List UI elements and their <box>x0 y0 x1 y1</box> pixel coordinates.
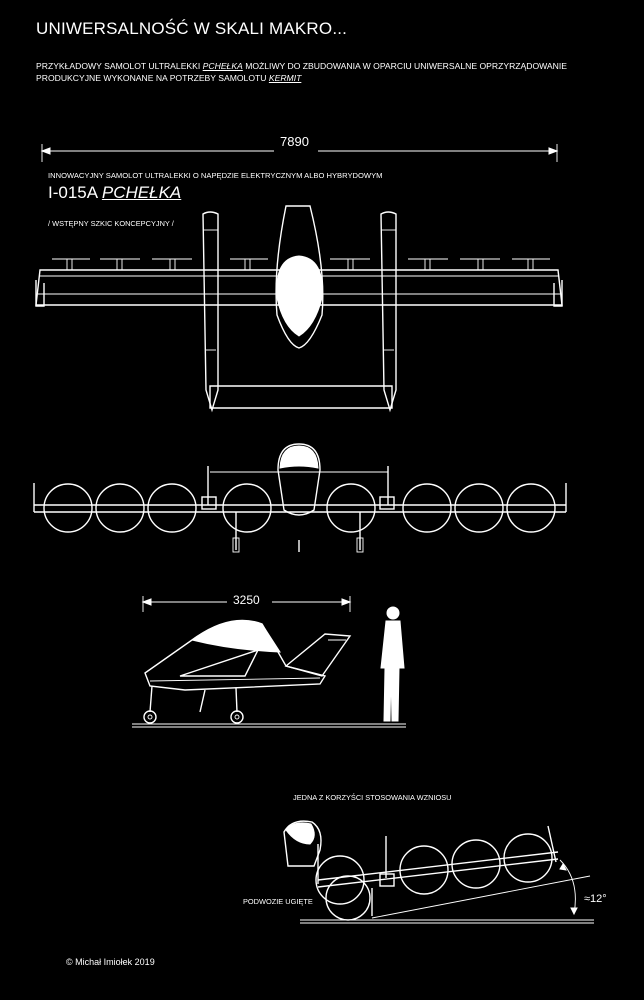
human-scale-figure <box>380 606 405 722</box>
length-dimension-line <box>141 596 352 612</box>
copyright-icon: © <box>66 957 73 967</box>
kermit-link[interactable]: KERMIT <box>268 73 302 83</box>
wingspan-dimension-line <box>40 144 559 162</box>
page-title: UNIWERSALNOŚĆ W SKALI MAKRO... <box>36 19 348 38</box>
intro-text-a: PRZYKŁADOWY SAMOLOT ULTRALEKKI <box>36 61 201 71</box>
wingspan-dimension: 7890 <box>280 134 309 149</box>
dihedral-note: JEDNA Z KORZYŚCI STOSOWANIA WZNIOSU <box>293 793 452 802</box>
intro-line-1: PRZYKŁADOWY SAMOLOT ULTRALEKKI PCHEŁKA M… <box>36 61 567 71</box>
aircraft-name: PCHEŁKA <box>101 183 182 202</box>
top-view <box>35 205 563 413</box>
intro-text-c: PRODUKCYJNE WYKONANE NA POTRZEBY SAMOLOT… <box>36 73 267 83</box>
sketch-note: / WSTĘPNY SZKIC KONCEPCYJNY / <box>48 219 174 228</box>
author: Michał Imiołek 2019 <box>75 957 155 967</box>
side-view <box>132 606 406 728</box>
front-view <box>33 443 567 553</box>
copyright: © Michał Imiołek 2019 <box>66 957 155 967</box>
aircraft-description: INNOWACYJNY SAMOLOT ULTRALEKKI O NAPĘDZI… <box>48 171 383 180</box>
length-dimension: 3250 <box>233 593 260 607</box>
intro-line-2: PRODUKCYJNE WYKONANE NA POTRZEBY SAMOLOT… <box>36 73 301 83</box>
pchelka-link[interactable]: PCHEŁKA <box>202 61 243 71</box>
dihedral-view <box>283 820 594 924</box>
motor-pods-top <box>52 258 550 271</box>
intro-text-b: MOŻLIWY DO ZBUDOWANIA W OPARCIU UNIWERSA… <box>245 61 567 71</box>
angle-label: ≈12° <box>584 893 607 905</box>
gear-note: PODWOZIE UGIĘTE <box>243 897 313 906</box>
aircraft-designation: I-015A PCHEŁKA <box>48 183 181 203</box>
aircraft-code: I-015A <box>48 183 98 202</box>
